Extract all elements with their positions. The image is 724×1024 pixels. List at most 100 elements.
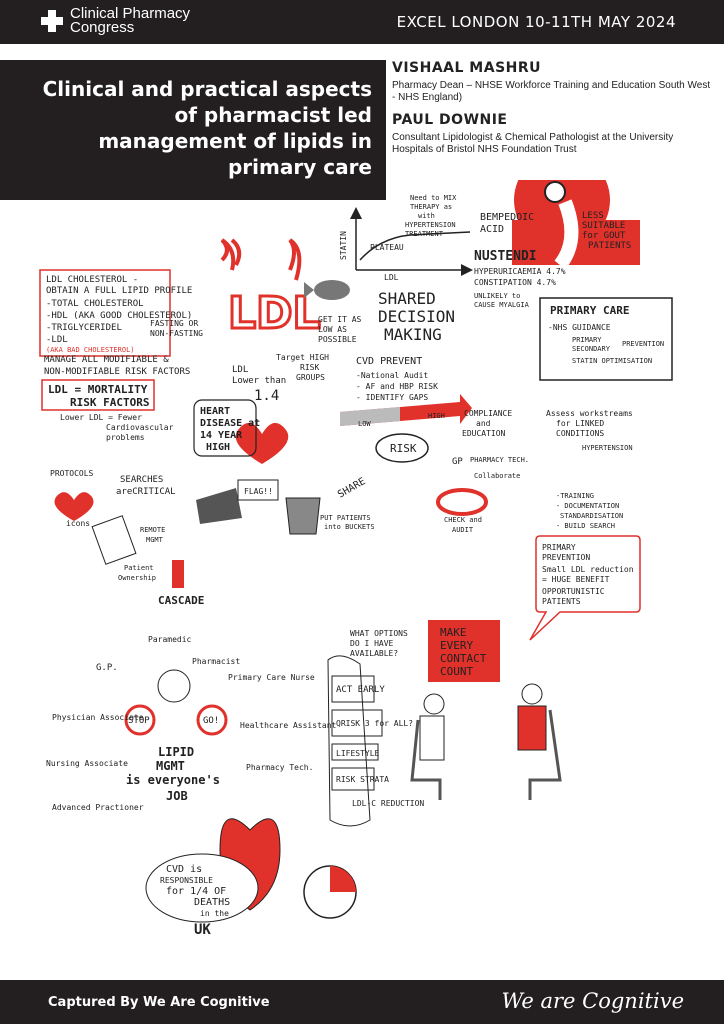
go-sign (196, 704, 228, 736)
what-options-text: WHAT OPTIONS DO I HAVE AVAILABLE? (350, 629, 413, 658)
bottom-footer: Captured By We Are Cognitive We are Cogn… (0, 980, 724, 1024)
event-info: EXCEL LONDON 10-11TH MAY 2024 (396, 13, 676, 31)
risk-high-label: HIGH (428, 412, 445, 420)
remote-text: REMOTE MGMT (140, 526, 170, 544)
heart-disease-box (193, 399, 257, 457)
primary-prev-text: PRIMARY PREVENTION Small LDL reduction =… (542, 543, 638, 606)
role-healthcare-assistant: Healthcare Assistant (240, 721, 337, 730)
ldl-box-text: LDL CHOLESTEROL - OBTAIN A FULL LIPID PR… (46, 275, 198, 354)
option-risk-strata: RISK STRATA (336, 775, 389, 784)
statin-opt-text: STATIN OPTIMISATION (572, 357, 652, 365)
icons-label: icons (66, 519, 90, 528)
cvd-items-text: -National Audit - AF and HBP RISK - IDEN… (356, 371, 443, 402)
quarter-pie-slice (330, 866, 356, 892)
cross-logo-icon (40, 9, 64, 33)
ldl-cholesterol-box (39, 269, 171, 357)
ldl-lower-text: LDL Lower than 1.4 (232, 365, 292, 404)
bempedoic-text: BEMPEDOIC ACID (480, 212, 540, 235)
gout-hand-icon (554, 199, 579, 270)
check-audit-text: CHECK and AUDIT (444, 516, 486, 534)
page-title: Clinical and practical aspects of pharma… (42, 77, 372, 179)
role-gp: G.P. (96, 663, 118, 673)
make-every-text: MAKE EVERY CONTACT COUNT (440, 626, 493, 678)
flag-sign (237, 479, 279, 501)
cvd-speech-bubble (145, 853, 259, 923)
gout-text: LESS SUITABLE for GOUT PATIENTS (582, 211, 631, 251)
cvd-prevent-title: CVD PREVENT (356, 356, 422, 367)
congress-logo: Clinical Pharmacy Congress (40, 5, 191, 36)
shared-decision-text: SHARED DECISION MAKING (378, 289, 465, 344)
secondary-text: SECONDARY (572, 345, 611, 353)
target-text: Target HIGH RISK GROUPS (276, 353, 334, 382)
options-list: ACT EARLY QRISK 3 for ALL? LIFESTYLE RIS… (331, 675, 424, 808)
plateau-curve (359, 231, 471, 261)
roles-list: Paramedic Pharmacist G.P. Primary Care N… (46, 635, 337, 812)
statin-axis-label: STATIN (339, 231, 348, 260)
lipid-mgmt-text: LIPID MGMT is everyone's JOB (126, 745, 227, 803)
captured-by-text: Captured By We Are Cognitive (48, 995, 270, 1010)
primary-text: PRIMARY (572, 336, 602, 344)
speaker-role-2: Consultant Lipidologist & Chemical Patho… (392, 132, 674, 155)
go-label: GO! (203, 716, 219, 726)
speaker-name-2: PAUL DOWNIE (392, 112, 508, 128)
magnifier-icon (436, 488, 488, 516)
nustendi-text: NUSTENDI (474, 249, 537, 264)
options-cloud (327, 655, 371, 827)
lower-ldl-text: Lower LDL = Fewer Cardiovascular problem… (60, 413, 178, 442)
option-lifestyle-box (331, 743, 379, 761)
speakers: VISHAAL MASHRU Pharmacy Dean – NHSE Work… (392, 60, 712, 164)
manage-text: MANAGE ALL MODIFIABLE & NON-MODIFIABLE R… (44, 355, 190, 377)
hydrant-icon (172, 560, 184, 588)
searches-text: SEARCHES areCRITICAL (116, 475, 176, 497)
ldl-axis-label: LDL (384, 273, 399, 282)
clinician-chair (410, 719, 442, 800)
clinician-body (419, 715, 445, 761)
heart-icon (235, 422, 289, 464)
option-act-early-box (331, 675, 375, 703)
flashlight-icon (196, 488, 242, 524)
mortality-text: LDL = MORTALITY RISK FACTORS (48, 383, 154, 409)
option-qrisk: QRISK 3 for ALL? (336, 719, 413, 728)
unlikely-text: UNLIKELY to CAUSE MYALGIA (474, 292, 530, 309)
primary-care-title: PRIMARY CARE (550, 304, 629, 317)
patient-body (517, 705, 547, 751)
heart-disease-text: HEART DISEASE at 14 YEAR HIGH (200, 406, 266, 453)
compliance-text: COMPLIANCE and EDUCATION (462, 409, 517, 438)
protocols-label: PROTOCOLS (50, 469, 94, 478)
patient-head (521, 683, 543, 705)
primary-care-box (539, 297, 673, 381)
fasting-text: FASTING OR NON-FASTING (150, 319, 203, 338)
role-pharmacy-tech: Pharmacy Tech. (246, 763, 313, 772)
clinician-face-icon (157, 669, 191, 703)
patient-chair (528, 709, 562, 800)
hyper-text: HYPERURICAEMIA 4.7% (474, 267, 566, 276)
role-paramedic: Paramedic (148, 635, 192, 644)
role-nursing-associate: Nursing Associate (46, 759, 128, 768)
bucket-icon (285, 497, 321, 535)
consultation-illustration (410, 683, 562, 800)
option-lifestyle: LIFESTYLE (336, 749, 380, 758)
collaborate-label: Collaborate (474, 472, 520, 480)
primary-prevention-bubble (529, 535, 641, 641)
speaker-role-1: Pharmacy Dean – NHSE Workforce Training … (392, 80, 711, 103)
flames-icon (220, 238, 302, 281)
buckets-text: PUT PATIENTS into BUCKETS (320, 514, 375, 531)
plateau-label: PLATEAU (370, 243, 404, 252)
title-box: Clinical and practical aspects of pharma… (0, 60, 386, 200)
cvd-resp-text: CVD is RESPONSIBLE for 1/4 OF DEATHS in … (160, 864, 236, 918)
brand-logo: We are Cognitive (501, 989, 684, 1013)
logo-text: Clinical Pharmacy Congress (70, 5, 191, 36)
option-qrisk-box (331, 709, 383, 737)
mix-therapy-text: Need to MIX THERAPY as with HYPERTENSION… (405, 194, 461, 238)
option-risk-strata-box (331, 767, 375, 791)
logo-line-2: Congress (70, 19, 135, 36)
get-low-text: GET IT AS LOW AS POSSIBLE (318, 315, 366, 344)
protocols-heart-icon (54, 492, 94, 521)
fish-icon (314, 280, 350, 300)
training-text: -TRAINING - DOCUMENTATION STANDARDISATIO… (556, 492, 627, 530)
logo-line-1: Clinical Pharmacy (70, 5, 191, 22)
risk-label: RISK (390, 442, 417, 455)
flag-text: FLAG!! (244, 487, 273, 496)
sketchnote-svg: LESS SUITABLE for GOUT PATIENTS LDL CHOL… (39, 180, 673, 938)
tablet-icon (91, 515, 137, 565)
